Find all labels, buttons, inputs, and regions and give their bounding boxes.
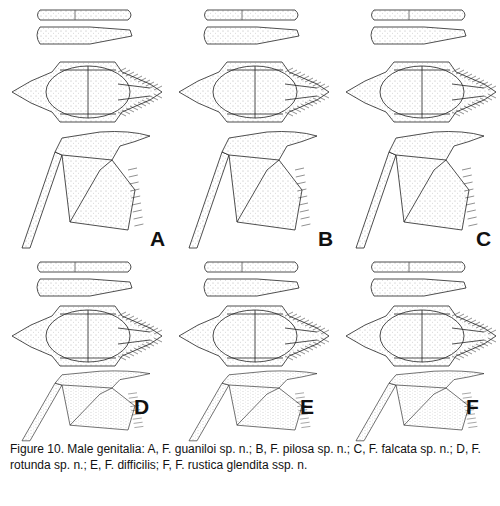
panel-letter: B (318, 228, 333, 249)
panel-letter: A (150, 228, 165, 249)
panel-letter: C (476, 228, 491, 249)
panel-letter: D (134, 396, 149, 417)
panel-letter: F (466, 396, 479, 417)
figure-caption: Figure 10. Male genitalia: A, F. guanilo… (10, 442, 490, 473)
genitalia-drawing (12, 10, 162, 248)
genitalia-drawing (179, 10, 329, 248)
genitalia-drawing (179, 262, 329, 441)
genitalia-drawing (12, 262, 162, 441)
genitalia-drawing (346, 10, 496, 248)
panel-letter: E (300, 396, 314, 417)
genitalia-drawing (346, 262, 496, 441)
